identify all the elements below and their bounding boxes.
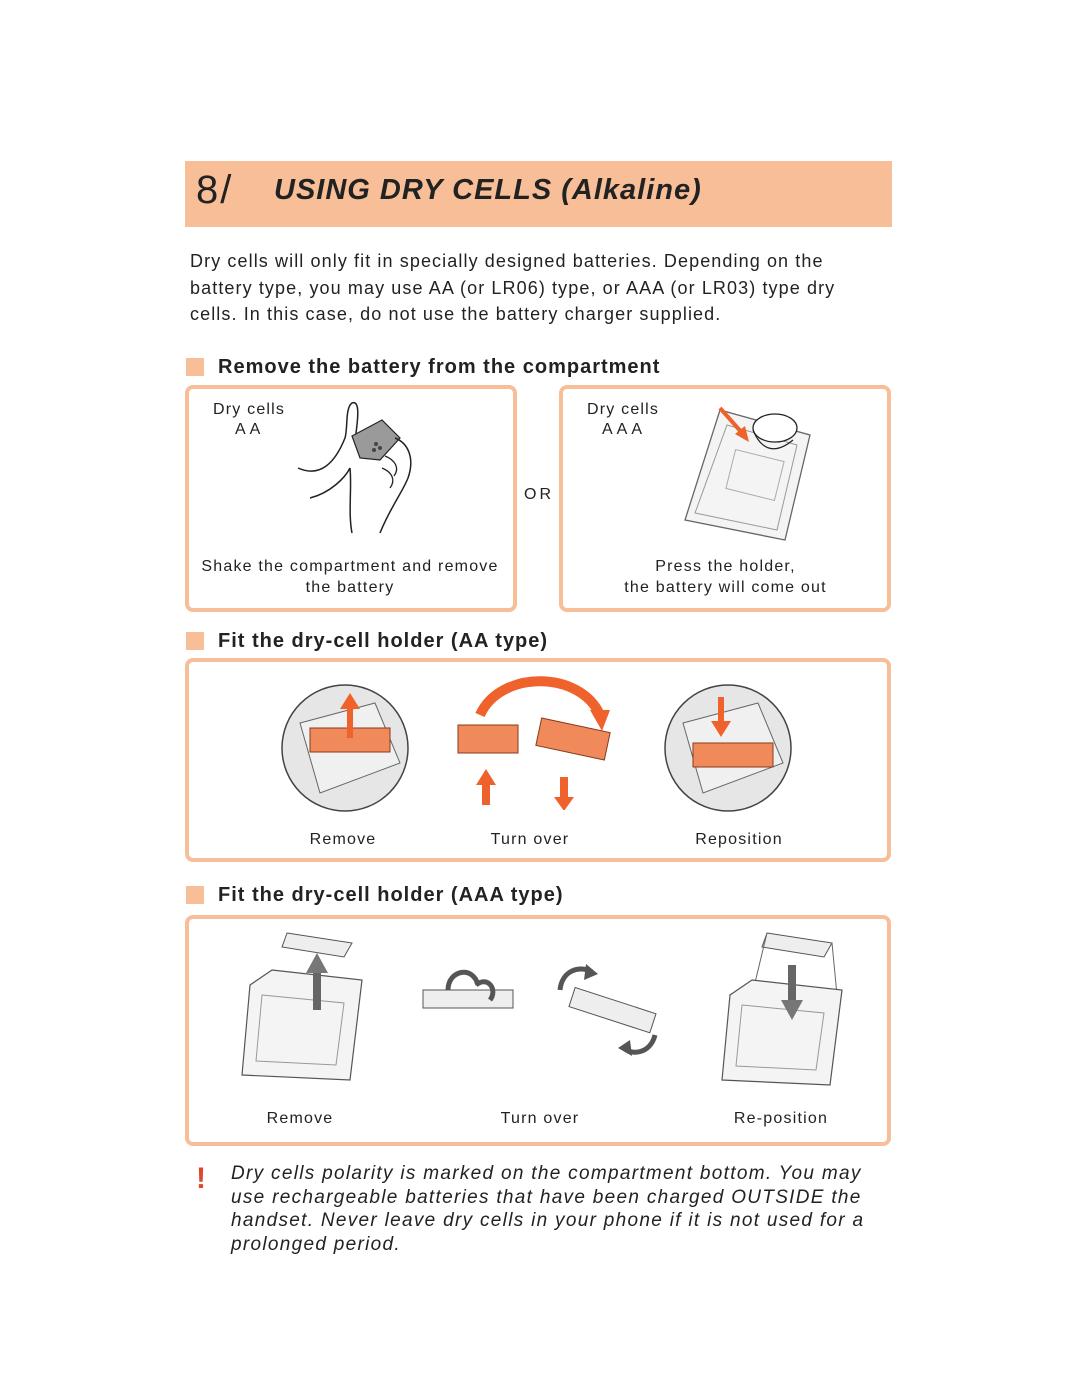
aa-label-line2: AA <box>235 421 265 438</box>
aa-remove-illustration <box>281 684 409 812</box>
phone-press-holder-illustration <box>684 406 811 541</box>
warning-note: Dry cells polarity is marked on the comp… <box>231 1163 865 1255</box>
section-marker <box>186 886 204 904</box>
aaa-label-line2: AAA <box>602 421 647 438</box>
aaa-step-turn-over: Turn over <box>500 1110 580 1127</box>
aaa-reposition-illustration <box>721 932 843 1086</box>
section-heading-text: Remove the battery from the compartment <box>218 355 661 378</box>
aaa-caption-line2: the battery will come out <box>624 579 827 596</box>
section-marker <box>186 358 204 376</box>
section-number: 8/ <box>196 168 234 212</box>
section-heading-aaa: Fit the dry-cell holder (AAA type) <box>186 883 564 907</box>
aaa-label-line1: Dry cells <box>587 401 660 418</box>
aaa-holder-flip-illustration <box>422 969 514 1009</box>
aa-step-turn-over: Turn over <box>490 831 570 848</box>
intro-paragraph: Dry cells will only fit in specially des… <box>190 251 836 324</box>
aaa-step-remove: Remove <box>266 1110 334 1127</box>
aa-turn-over-illustration <box>457 676 611 810</box>
aaa-caption-line1: Press the holder, <box>655 558 796 575</box>
warning-icon: ! <box>196 1162 206 1195</box>
or-label: OR <box>524 486 554 503</box>
aaa-remove-illustration <box>241 932 363 1081</box>
aaa-holder-rotate-illustration <box>557 964 658 1056</box>
page-title: USING DRY CELLS (Alkaline) <box>274 174 702 206</box>
section-heading-text: Fit the dry-cell holder (AA type) <box>218 629 549 652</box>
aa-caption-line1: Shake the compartment and remove <box>201 558 499 575</box>
section-heading-aa: Fit the dry-cell holder (AA type) <box>186 629 548 653</box>
section-heading-text: Fit the dry-cell holder (AAA type) <box>218 883 564 906</box>
aa-step-remove: Remove <box>309 831 377 848</box>
section-marker <box>186 632 204 650</box>
aa-step-reposition: Reposition <box>695 831 783 848</box>
aa-reposition-illustration <box>664 684 792 812</box>
hands-shaking-illustration <box>297 402 412 534</box>
aaa-step-reposition: Re-position <box>733 1110 829 1127</box>
title-bar <box>185 161 892 227</box>
aa-caption-line2: the battery <box>305 579 395 596</box>
section-heading-remove: Remove the battery from the compartment <box>186 355 660 379</box>
aa-label-line1: Dry cells <box>213 401 286 418</box>
